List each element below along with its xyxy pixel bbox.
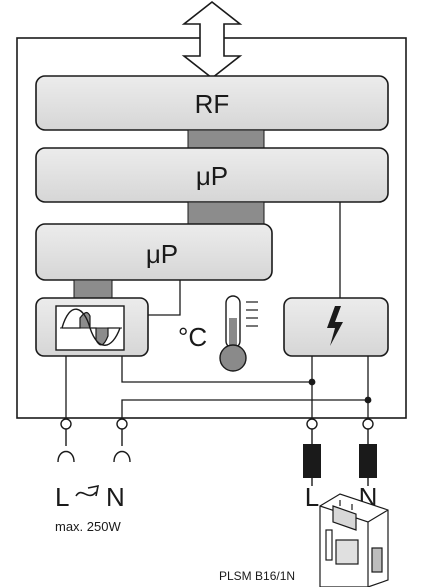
bus-connector-2 — [187, 201, 265, 225]
control-line — [148, 280, 181, 316]
bidirectional-arrow-icon — [181, 0, 243, 80]
bus-connector-3 — [73, 279, 113, 299]
thermometer-icon — [219, 295, 258, 372]
junction-dot — [364, 396, 372, 404]
breaker-label: PLSM B16/1N — [219, 569, 295, 583]
lightning-icon — [327, 306, 343, 346]
terminal-points — [60, 418, 374, 430]
microprocessor-top-label: μP — [196, 161, 228, 191]
bus-connector-1 — [187, 129, 265, 149]
microprocessor-block-bottom — [35, 223, 273, 281]
load-l-label: L — [55, 482, 69, 512]
circuit-breaker-icon — [319, 493, 389, 587]
rf-label: RF — [195, 89, 230, 119]
temperature-unit-label: °C — [178, 322, 207, 352]
microprocessor-bottom-label: μP — [146, 239, 178, 269]
load-rating: max. 250W — [55, 519, 121, 534]
internal-wiring — [65, 356, 369, 418]
load-n-label: N — [106, 482, 125, 512]
dimmer-waveform-icon — [55, 305, 125, 351]
mains-fuses — [303, 429, 377, 486]
mains-l-label: L — [305, 482, 319, 512]
junction-dot — [308, 378, 316, 386]
terminal-fork-icon — [57, 429, 131, 463]
load-swap-icon — [75, 484, 100, 497]
